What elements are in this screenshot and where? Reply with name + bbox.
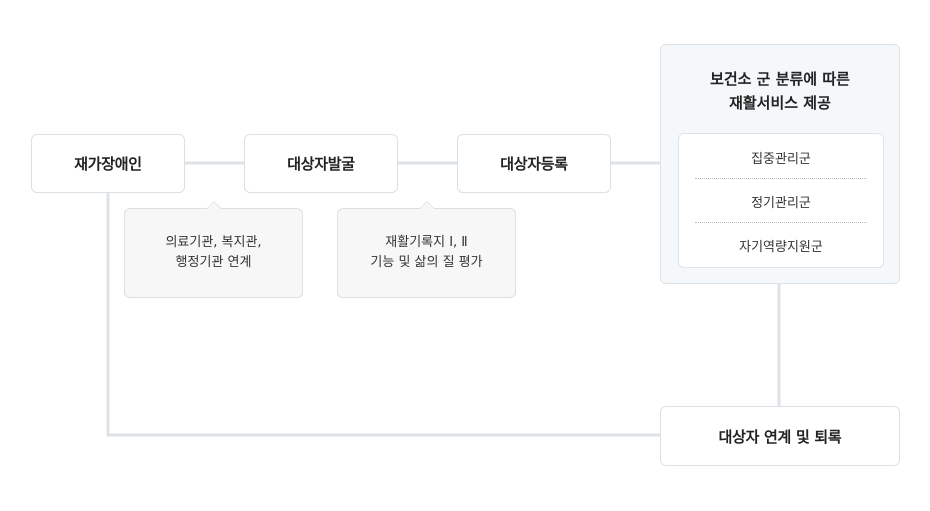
service-panel-title: 보건소 군 분류에 따른 재활서비스 제공 <box>661 67 899 115</box>
note-caret-fill <box>419 202 434 209</box>
group-intensive: 집중관리군 <box>751 151 811 167</box>
step-registration-label: 대상자등록 <box>500 155 568 173</box>
service-panel-title-line1: 보건소 군 분류에 따른 <box>710 70 850 88</box>
step-linkage-discharge-label: 대상자 연계 및 퇴록 <box>718 427 842 446</box>
service-panel: 보건소 군 분류에 따른 재활서비스 제공 집중관리군 정기관리군 자기역량지원… <box>660 44 900 284</box>
group-regular: 정기관리군 <box>751 195 811 211</box>
service-group-list: 집중관리군 정기관리군 자기역량지원군 <box>678 133 884 268</box>
note-assessment-line2: 기능 및 삶의 질 평가 <box>370 255 483 270</box>
note-linkage: 의료기관, 복지관, 행정기관 연계 <box>124 201 303 298</box>
note-linkage-line1: 의료기관, 복지관, <box>165 235 262 250</box>
group-self-support: 자기역량지원군 <box>739 239 823 255</box>
note-caret-fill <box>206 202 221 209</box>
note-linkage-line2: 행정기관 연계 <box>175 255 252 270</box>
service-panel-title-line2: 재활서비스 제공 <box>729 94 831 112</box>
step-discovery-label: 대상자발굴 <box>287 155 355 173</box>
connector-step1-final <box>106 192 661 437</box>
step-home-disabled: 재가장애인 <box>31 134 185 193</box>
group-divider <box>695 178 867 179</box>
step-registration: 대상자등록 <box>457 134 611 193</box>
step-linkage-discharge: 대상자 연계 및 퇴록 <box>660 406 900 466</box>
group-divider <box>695 222 867 223</box>
step-home-disabled-label: 재가장애인 <box>74 155 142 173</box>
note-assessment: 재활기록지 Ⅰ, Ⅱ 기능 및 삶의 질 평가 <box>337 201 516 298</box>
note-assessment-line1: 재활기록지 Ⅰ, Ⅱ <box>385 235 468 250</box>
step-discovery: 대상자발굴 <box>244 134 398 193</box>
